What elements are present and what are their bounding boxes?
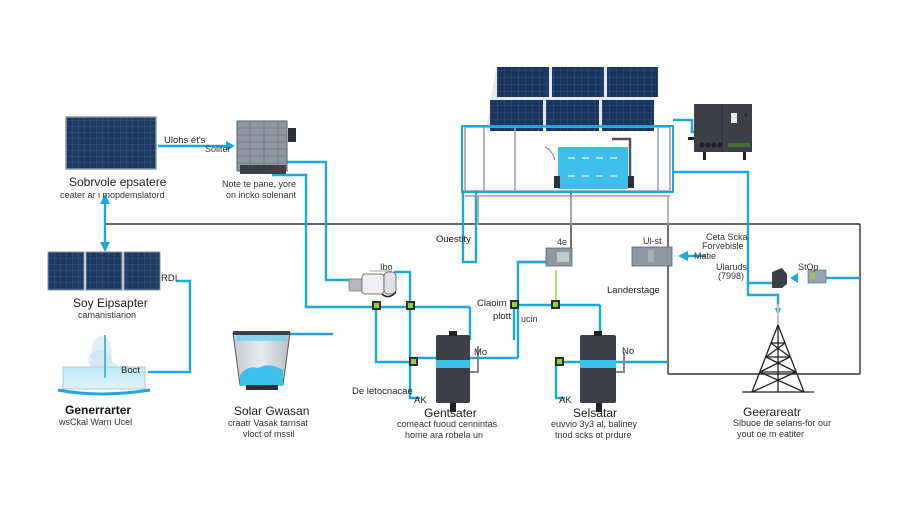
solar-panel-top-left[interactable]: [65, 116, 157, 170]
inverter-note-2: on incko solenant: [226, 190, 297, 200]
right-info-matie: Matie: [694, 251, 717, 261]
right-info-2: Forvebisle: [702, 241, 744, 251]
claim-label-1: Claoim: [477, 298, 507, 309]
generator-basin-left[interactable]: [57, 335, 151, 396]
stop-controller[interactable]: [772, 268, 827, 288]
gen-center-side-label: Mo: [474, 347, 488, 358]
gen-right-title: Selsatar: [573, 406, 618, 420]
arrow-label-1: Ulohs ét's: [164, 135, 206, 146]
pump-unit[interactable]: [348, 270, 397, 298]
gen-center-left-label: De letocnacae: [352, 386, 413, 397]
gen-right-side-label: No: [622, 346, 635, 357]
right-info-4: (7998): [718, 271, 745, 281]
gen-center-subtitle-2: home ara robela un: [405, 430, 484, 440]
tower-subtitle-2: yout oe m eatiter: [737, 429, 805, 439]
solar-array-frame[interactable]: [461, 67, 674, 225]
sensor-right-label: Ul-st: [643, 236, 662, 246]
panel-mid-left-subtitle: camanistiarion: [78, 310, 137, 320]
solar-panel-array-left[interactable]: [47, 251, 161, 291]
generator-right[interactable]: [580, 331, 625, 412]
generator-left-title: Generrarter: [65, 403, 132, 417]
generator-center[interactable]: [436, 331, 479, 412]
charge-controller-device[interactable]: [688, 104, 752, 160]
panel-mid-left-title: Soy Eipsapter: [73, 296, 148, 310]
sensor-right[interactable]: [631, 246, 673, 267]
switches[interactable]: [372, 300, 564, 366]
sensor-mid-label: 4e: [557, 237, 568, 247]
solar-gwasan-title: Solar Gwasan: [234, 404, 310, 418]
solar-gwasan-bucket[interactable]: [232, 331, 291, 390]
inverter-cabinet[interactable]: [236, 120, 296, 174]
inverter-note-1: Note te pane, yore: [222, 179, 297, 189]
gen-right-ak-label: AK: [559, 395, 572, 406]
generator-left-subtitle: wsCkal Warn Ucel: [59, 417, 133, 427]
solar-gwasan-subtitle-1: craatr Vasak tarnsat: [228, 418, 308, 428]
boct-label: Boct: [121, 365, 141, 376]
stop-label: StOp: [798, 262, 819, 272]
gen-right-subtitle-1: euvvio 3y3 al, baliney: [551, 419, 638, 429]
quantity-label: Ouestity: [436, 234, 471, 245]
wire-arrows: [100, 141, 798, 316]
solar-gwasan-subtitle-2: vloct of mssil: [243, 429, 295, 439]
tower-title: Geerareatr: [743, 405, 802, 419]
rdi-label: RDI: [161, 273, 178, 284]
transmission-tower[interactable]: [742, 304, 814, 393]
gen-center-ak-label: AK: [414, 395, 427, 406]
gen-right-subtitle-2: tnod scks ot prdure: [555, 430, 632, 440]
panel-top-left-subtitle: ceater ar i mopdemslatord: [60, 190, 165, 200]
panel-top-left-title: Sobrvole epsatere: [69, 175, 167, 189]
claim-label-2: plott: [493, 311, 511, 322]
right-info-1: Ceta Scka: [706, 232, 748, 242]
gen-center-title: Gentsater: [424, 406, 477, 420]
pump-label: Ibo: [380, 262, 393, 272]
right-info-3: Ularuds: [716, 262, 748, 272]
gen-center-subtitle-1: comeact fuoud cennintas: [397, 419, 498, 429]
landerstage-label: Landerstage: [607, 285, 660, 296]
blue-wires: [103, 118, 860, 400]
tower-subtitle-1: Slbuoe de selans-for our: [733, 418, 832, 428]
arrow-label-2: Soliter: [205, 144, 231, 154]
claim-side-label: ucin: [521, 314, 538, 324]
sensor-mid[interactable]: [545, 247, 573, 267]
